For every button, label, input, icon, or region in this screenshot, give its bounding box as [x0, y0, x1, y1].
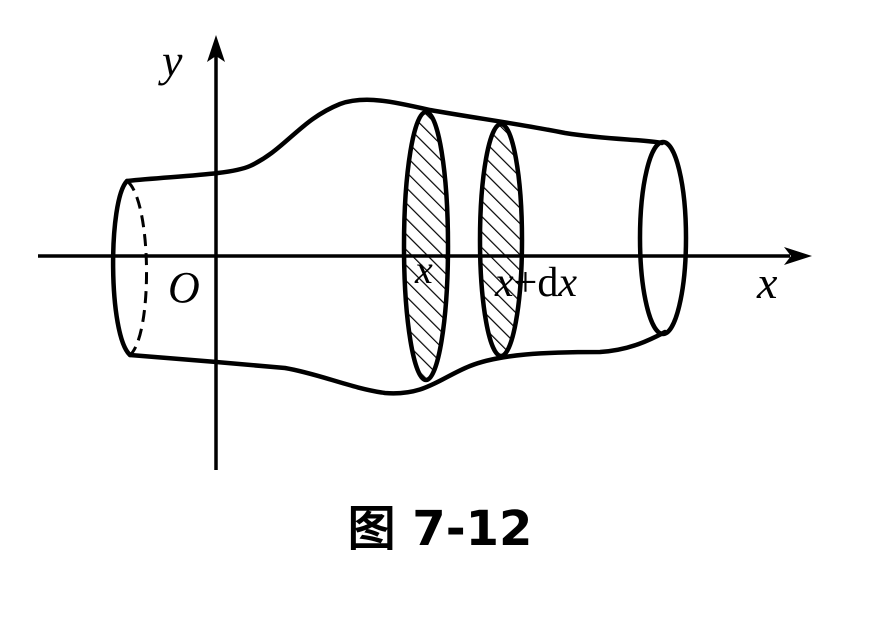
figure-caption: 图 7-12: [348, 501, 533, 557]
cross-section-x: [401, 109, 451, 383]
solid-outline: [110, 97, 689, 396]
slice-x-plus-dx-label: x+dx: [494, 260, 577, 306]
left-cap-hidden-arc: [125, 179, 149, 357]
x-axis-label: x: [756, 257, 778, 308]
top-profile-curve: [124, 97, 665, 184]
origin-label: O: [168, 263, 200, 312]
y-axis: [207, 35, 225, 470]
y-axis-label: y: [158, 35, 183, 86]
right-cap-ellipse: [637, 139, 689, 337]
left-cap-front-arc: [110, 178, 133, 358]
bottom-profile-curve: [127, 329, 668, 396]
slice-x-label: x: [414, 247, 433, 292]
cross-section-x-plus-dx: [477, 121, 525, 359]
